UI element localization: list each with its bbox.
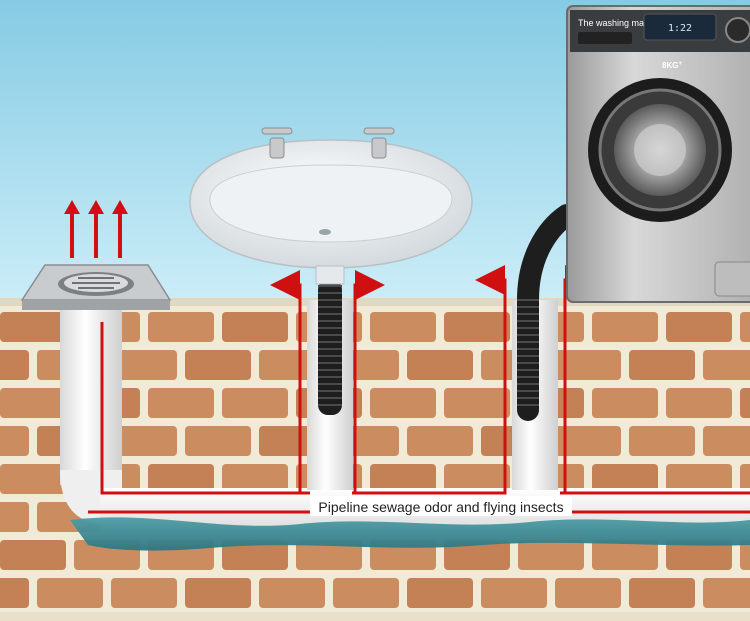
- brick: [740, 464, 750, 494]
- brick: [111, 426, 177, 456]
- brick: [222, 540, 288, 570]
- brick: [629, 578, 695, 608]
- caption-text: Pipeline sewage odor and flying insects: [318, 499, 563, 515]
- brick: [370, 388, 436, 418]
- brick: [666, 540, 732, 570]
- brick: [296, 540, 362, 570]
- up-arrow-icon: [112, 200, 128, 258]
- brick: [666, 388, 732, 418]
- brick: [740, 312, 750, 342]
- brick: [666, 464, 732, 494]
- brick: [518, 540, 584, 570]
- brick: [185, 350, 251, 380]
- brick: [185, 426, 251, 456]
- brick: [0, 426, 29, 456]
- brick: [407, 426, 473, 456]
- brick: [259, 578, 325, 608]
- brick: [555, 578, 621, 608]
- brick: [222, 464, 288, 494]
- brick: [740, 540, 750, 570]
- brick: [444, 312, 510, 342]
- brick: [148, 312, 214, 342]
- washer-hose-icon: [517, 204, 578, 421]
- brick: [444, 540, 510, 570]
- up-arrow-icon: [88, 200, 104, 258]
- corrugated-hose-icon: [318, 280, 342, 415]
- brick: [703, 350, 750, 380]
- washing-machine-brand: 8KG+: [662, 61, 682, 70]
- up-arrow-icon: [64, 200, 80, 258]
- sewage-water: [70, 517, 750, 551]
- washing-machine-icon: The washing machine 1:22 8KG+: [566, 5, 750, 303]
- brick: [666, 312, 732, 342]
- brick: [370, 464, 436, 494]
- brick: [407, 350, 473, 380]
- brick: [370, 312, 436, 342]
- brick: [0, 312, 66, 342]
- brick: [444, 464, 510, 494]
- brick: [148, 464, 214, 494]
- brick: [185, 578, 251, 608]
- brick: [592, 464, 658, 494]
- brick: [0, 502, 29, 532]
- brick: [629, 350, 695, 380]
- brick: [0, 540, 66, 570]
- brick: [555, 426, 621, 456]
- brick: [629, 426, 695, 456]
- brick: [481, 578, 547, 608]
- brick: [111, 578, 177, 608]
- brick: [333, 578, 399, 608]
- floor-drain-icon: [20, 264, 172, 310]
- brick: [148, 388, 214, 418]
- brick: [0, 464, 66, 494]
- brick: [703, 426, 750, 456]
- brick: [222, 388, 288, 418]
- brick: [740, 388, 750, 418]
- brick: [0, 388, 66, 418]
- brick: [222, 312, 288, 342]
- brick: [407, 578, 473, 608]
- washing-machine-display: 1:22: [668, 23, 692, 34]
- brick: [37, 578, 103, 608]
- brick: [592, 388, 658, 418]
- brick: [592, 540, 658, 570]
- washing-machine-label: The washing machine: [578, 18, 666, 28]
- brick: [0, 350, 29, 380]
- wash-basin-icon: [189, 127, 473, 285]
- brick: [555, 350, 621, 380]
- brick: [703, 578, 750, 608]
- brick: [0, 578, 29, 608]
- up-arrow-icons: [64, 200, 128, 258]
- brick: [444, 388, 510, 418]
- brick: [111, 350, 177, 380]
- odor-flow-lines: [88, 265, 750, 514]
- brick: [592, 312, 658, 342]
